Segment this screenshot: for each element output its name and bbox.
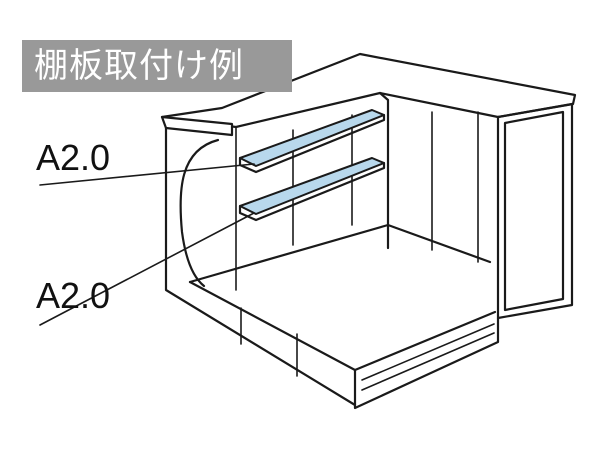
lower-shelf-edge (238, 161, 386, 222)
floor-front-edge (188, 280, 497, 372)
floor-back-edge (188, 223, 492, 284)
door-rail (361, 323, 495, 381)
door-rail (361, 332, 495, 391)
callout-label-upper-shelf: A2.0 (36, 137, 111, 178)
door-frame-outer (496, 102, 574, 320)
front-wall-outline (164, 126, 357, 407)
wall-pipe (179, 138, 220, 288)
diagram-title: 棚板取付け例 (22, 40, 292, 92)
leader-line-lower (39, 212, 255, 326)
lower-shelf (239, 157, 385, 215)
door-frame-inner (503, 110, 565, 312)
floor-sill (353, 316, 500, 410)
back-wall-outline (378, 91, 390, 250)
upper-shelf-edge (238, 113, 386, 174)
callout-label-lower-shelf: A2.0 (36, 275, 111, 316)
front-wall-cap (160, 115, 234, 137)
leader-line-upper (39, 163, 255, 186)
